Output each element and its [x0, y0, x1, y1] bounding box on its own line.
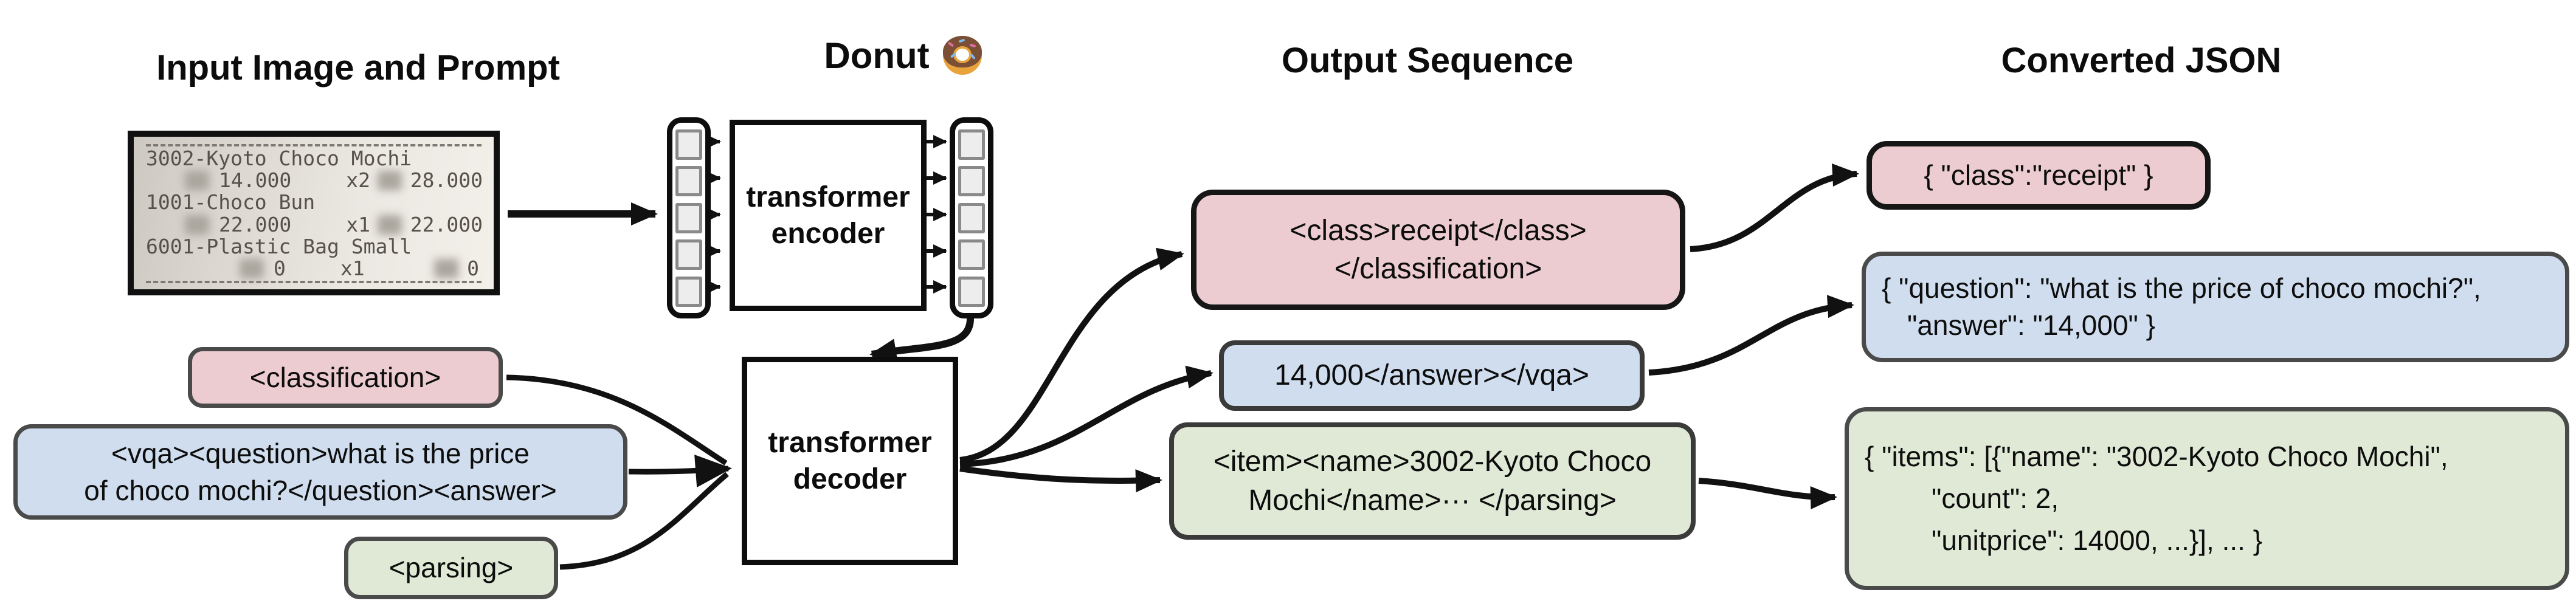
arrow-decoder-to-parsing-output	[959, 466, 1162, 493]
patch-token	[675, 166, 702, 196]
receipt-dashed-rule	[146, 280, 482, 283]
redaction-blur	[240, 258, 264, 278]
json-section-title: Converted JSON	[2001, 41, 2282, 80]
arrow-decoder-to-vqa-output	[959, 365, 1214, 467]
decoder-label: transformer decoder	[768, 426, 932, 495]
patch-token	[675, 202, 702, 233]
output-parsing-line2: Mochi</name>··· </parsing>	[1248, 484, 1617, 517]
prompt-parsing: <parsing>	[344, 537, 558, 599]
model-section-title: Donut	[772, 32, 1034, 79]
arrow-classification-to-decoder	[506, 374, 728, 466]
embedding-token	[958, 239, 985, 270]
prompt-classification-text: <classification>	[249, 361, 441, 393]
receipt-item-name: 3002-Kyoto Choco Mochi	[146, 146, 412, 171]
receipt-qty: x2	[346, 168, 370, 193]
output-parsing-line1: <item><name>3002-Kyoto Choco	[1213, 445, 1652, 478]
redaction-blur	[434, 258, 459, 278]
json-parsing-line1: { "items": [{"name": "3002-Kyoto Choco M…	[1865, 441, 2448, 472]
output-parsing: <item><name>3002-Kyoto Choco Mochi</name…	[1169, 422, 1696, 540]
receipt-dashed-rule	[146, 144, 482, 146]
receipt-qty: x1	[346, 212, 370, 236]
redaction-blur	[185, 215, 209, 235]
redaction-blur	[185, 171, 209, 191]
output-section-title: Output Sequence	[1281, 41, 1574, 80]
redaction-blur	[377, 215, 402, 235]
receipt-qty: x1	[340, 256, 365, 280]
arrow-decoder-to-class-output	[959, 247, 1184, 463]
redaction-blur	[377, 171, 402, 191]
arrow-vqa-to-decoder	[628, 455, 732, 487]
arrow-parsing-output-to-json	[1698, 478, 1837, 509]
receipt-item-name: 6001-Plastic Bag Small	[146, 234, 412, 258]
receipt-total: 22.000	[410, 212, 483, 236]
input-patch-column	[667, 117, 711, 318]
json-classification-text: { "class":"receipt" }	[1924, 159, 2153, 191]
output-classification-line2: </classification>	[1334, 253, 1542, 285]
receipt-item-name: 1001-Choco Bun	[146, 190, 316, 215]
prompt-classification: <classification>	[188, 347, 503, 408]
arrow-parsing-to-decoder	[559, 472, 729, 570]
json-vqa-line1: { "question": "what is the price of choc…	[1882, 272, 2481, 304]
encoder-label: transformer encoder	[746, 181, 910, 250]
output-embedding-column	[950, 117, 993, 318]
prompt-parsing-text: <parsing>	[388, 552, 514, 584]
receipt-item-amounts: 14.000 x2 28.000	[142, 170, 485, 191]
donut-icon	[942, 36, 982, 75]
model-title-text: Donut	[824, 35, 930, 76]
transformer-encoder-block: transformer encoder	[730, 120, 927, 311]
arrow-embed-to-decoder	[869, 318, 974, 362]
output-vqa: 14,000</answer></vqa>	[1219, 340, 1645, 411]
arrow-class-output-to-json	[1690, 163, 1859, 252]
patch-token	[675, 129, 702, 160]
patch-token	[675, 276, 702, 307]
json-parsing-line3: "unitprice": 14000, ...}], ... }	[1932, 524, 2263, 556]
input-receipt-image: 3002-Kyoto Choco Mochi 14.000 x2 28.000 …	[128, 131, 500, 295]
input-section-title: Input Image and Prompt	[156, 48, 560, 88]
receipt-total: 0	[467, 256, 479, 280]
arrow-vqa-output-to-json	[1648, 295, 1854, 376]
json-parsing-line2: "count": 2,	[1932, 483, 2059, 514]
receipt-total: 28.000	[410, 168, 483, 193]
embedding-token	[958, 129, 985, 160]
output-classification: <class>receipt</class> </classification>	[1191, 190, 1685, 310]
prompt-vqa-line2: of choco mochi?</question><answer>	[84, 474, 557, 506]
output-classification-line1: <class>receipt</class>	[1290, 214, 1587, 247]
prompt-vqa: <vqa><question>what is the price of choc…	[13, 424, 627, 520]
embedding-token	[958, 276, 985, 307]
json-vqa-line2: "answer": "14,000" }	[1907, 309, 2156, 341]
receipt-unitprice: 14.000	[219, 168, 292, 193]
json-parsing: { "items": [{"name": "3002-Kyoto Choco M…	[1845, 407, 2569, 590]
receipt-unitprice: 22.000	[219, 212, 292, 236]
receipt-unitprice: 0	[274, 256, 286, 280]
receipt-item-amounts: 22.000 x1 22.000	[142, 212, 485, 236]
output-vqa-text: 14,000</answer></vqa>	[1274, 359, 1589, 392]
patch-token	[675, 239, 702, 270]
embedding-token	[958, 202, 985, 233]
json-classification: { "class":"receipt" }	[1866, 141, 2211, 210]
receipt-item-amounts: 0 x1 0	[142, 256, 485, 280]
transformer-decoder-block: transformer decoder	[742, 357, 958, 565]
json-vqa: { "question": "what is the price of choc…	[1862, 252, 2569, 362]
prompt-vqa-line1: <vqa><question>what is the price	[111, 437, 530, 469]
embedding-token	[958, 166, 985, 196]
